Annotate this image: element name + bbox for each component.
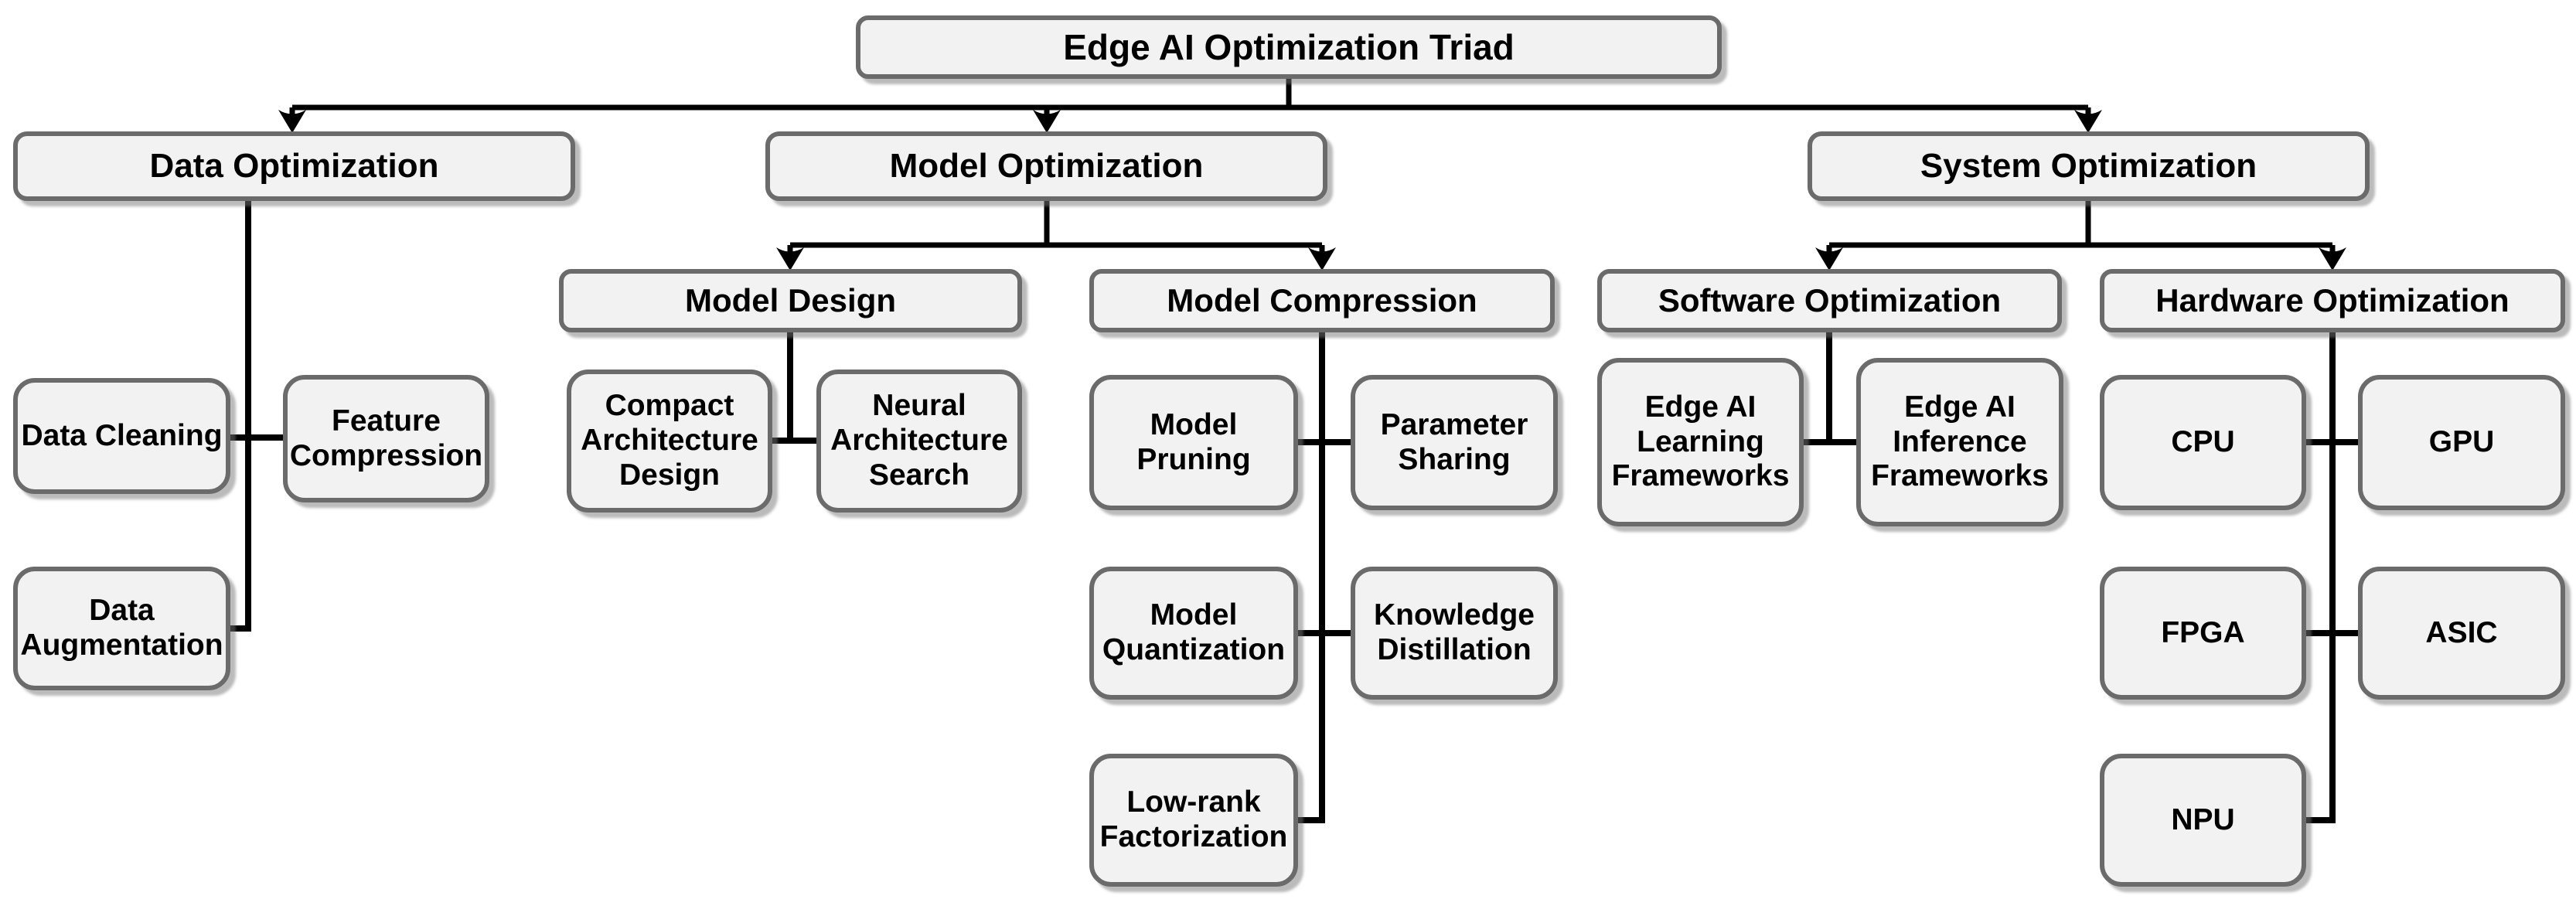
node-label: GPU — [2428, 425, 2495, 459]
node-edge-ai-inference-frameworks: Edge AI Inference Frameworks — [1856, 358, 2063, 526]
node-npu: NPU — [2100, 754, 2306, 887]
node-parameter-sharing: Parameter Sharing — [1351, 375, 1558, 510]
node-cpu: CPU — [2100, 375, 2306, 510]
arrowhead-system-optimization — [2074, 110, 2102, 133]
node-hardware-optimization: Hardware Optimization — [2100, 269, 2565, 332]
connector-data-trunk — [227, 196, 251, 632]
node-label: Software Optimization — [1658, 281, 2002, 318]
node-label: Model Compression — [1167, 281, 1477, 318]
node-label: Parameter Sharing — [1380, 407, 1528, 476]
node-data-optimization: Data Optimization — [13, 131, 575, 201]
node-label: Edge AI Learning Frameworks — [1611, 390, 1790, 493]
node-label: Hardware Optimization — [2155, 281, 2510, 318]
node-data-augmentation: Data Augmentation — [13, 567, 230, 690]
node-edge-ai-optimization-triad: Edge AI Optimization Triad — [856, 15, 1722, 79]
arrowhead-software-optimization — [1815, 247, 1843, 271]
node-low-rank-factorization: Low-rank Factorization — [1089, 754, 1298, 887]
node-asic: ASIC — [2358, 567, 2565, 700]
node-label: Model Design — [684, 281, 897, 318]
node-label: Data Augmentation — [20, 594, 223, 662]
node-label: CPU — [2171, 425, 2235, 459]
node-label: System Optimization — [1920, 146, 2257, 185]
node-gpu: GPU — [2358, 375, 2565, 510]
connector-hardware-trunk — [2303, 326, 2336, 823]
node-software-optimization: Software Optimization — [1597, 269, 2062, 332]
node-label: Data Cleaning — [21, 418, 223, 452]
node-neural-architecture-search: Neural Architecture Search — [816, 370, 1022, 513]
node-label: Low-rank Factorization — [1099, 785, 1288, 853]
arrowhead-model-optimization — [1033, 110, 1061, 133]
node-compact-architecture-design: Compact Architecture Design — [567, 370, 772, 513]
node-fpga: FPGA — [2100, 567, 2306, 700]
arrowhead-hardware-optimization — [2319, 247, 2346, 271]
node-edge-ai-learning-frameworks: Edge AI Learning Frameworks — [1597, 358, 1804, 526]
node-label: FPGA — [2161, 615, 2245, 649]
node-model-quantization: Model Quantization — [1089, 567, 1298, 700]
node-label: Data Optimization — [149, 146, 439, 185]
connector-compression-trunk — [1295, 326, 1325, 823]
node-model-design: Model Design — [559, 269, 1022, 332]
node-label: Edge AI Inference Frameworks — [1871, 390, 2049, 493]
node-model-compression: Model Compression — [1089, 269, 1555, 332]
node-model-optimization: Model Optimization — [765, 131, 1327, 201]
arrowhead-model-compression — [1308, 247, 1336, 271]
node-label: NPU — [2171, 802, 2235, 836]
node-data-cleaning: Data Cleaning — [13, 378, 230, 494]
arrowhead-data-optimization — [278, 110, 306, 133]
node-label: Neural Architecture Search — [830, 389, 1008, 492]
node-label: Feature Compression — [289, 404, 483, 472]
node-label: Compact Architecture Design — [581, 389, 758, 492]
node-label: Model Pruning — [1136, 407, 1251, 476]
node-system-optimization: System Optimization — [1808, 131, 2370, 201]
node-label: Model Optimization — [889, 146, 1204, 185]
node-feature-compression: Feature Compression — [283, 375, 489, 502]
arrowhead-model-design — [776, 247, 804, 271]
node-label: Model Quantization — [1102, 598, 1286, 666]
node-knowledge-distillation: Knowledge Distillation — [1351, 567, 1558, 700]
node-label: Edge AI Optimization Triad — [1063, 26, 1515, 67]
node-label: ASIC — [2425, 615, 2498, 649]
node-model-pruning: Model Pruning — [1089, 375, 1298, 510]
node-label: Knowledge Distillation — [1373, 598, 1535, 666]
